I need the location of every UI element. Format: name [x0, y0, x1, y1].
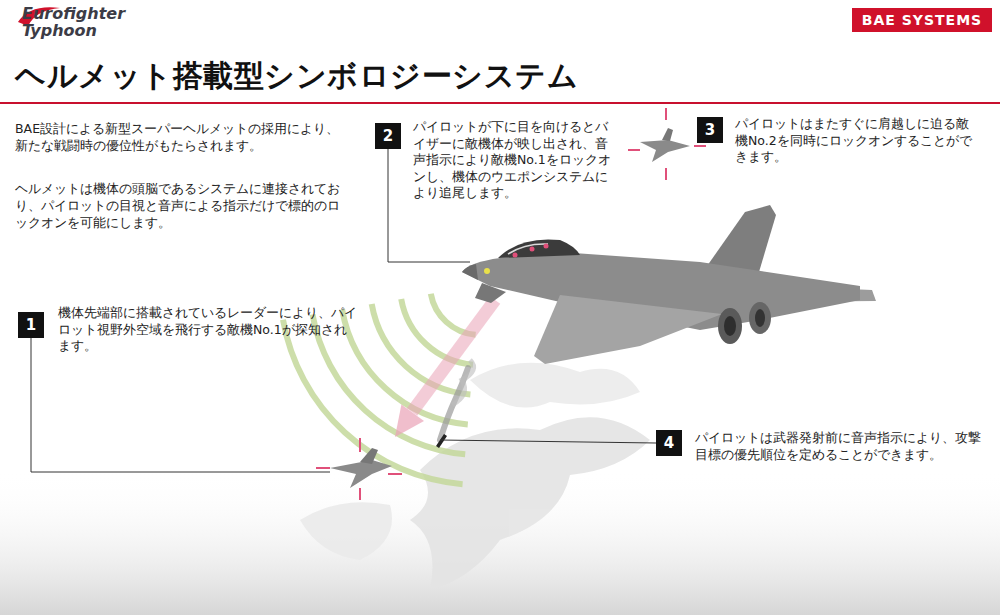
callout-digit: 1	[26, 316, 36, 334]
enemy-aircraft-1	[316, 438, 402, 500]
title-rule	[0, 102, 1000, 104]
callout-number: 1機体先端部に搭載されているレーダーにより、パイロット視野外空域を飛行する敵機N…	[18, 312, 44, 338]
callout-text: パイロットは武器発射前に音声指示により、攻撃目標の優先順位を定めることができます…	[695, 430, 985, 463]
callout-digit: 2	[383, 127, 393, 145]
brand-box: BAE SYSTEMS	[852, 8, 992, 32]
callout-number: 2パイロットが下に目を向けるとバイザーに敵機体が映し出され、音声指示により敵機N…	[375, 123, 401, 149]
intro-text: BAE設計による新型スーパーヘルメットの採用により、新たな戦闘時の優位性がもたら…	[15, 120, 345, 154]
brand-logo: Eurofighter Typhoon	[22, 5, 140, 39]
callout-text: パイロットが下に目を向けるとバイザーに敵機体が映し出され、音声指示により敵機No…	[413, 119, 613, 202]
callout-digit: 3	[705, 121, 715, 139]
brand-name: BAE SYSTEMS	[862, 12, 982, 28]
callout-text: 機体先端部に搭載されているレーダーにより、パイロット視野外空域を飛行する敵機No…	[58, 305, 358, 355]
missile	[436, 360, 474, 448]
enemy-aircraft-2	[628, 108, 706, 180]
callout-number: 3パイロットはまたすぐに肩越しに迫る敵機No.2を同時にロックオンすることができ…	[697, 117, 723, 143]
diagram-title: ヘルメット搭載型シンボロジーシステム	[15, 56, 578, 97]
callout-digit: 4	[664, 434, 674, 452]
callout-number: 4パイロットは武器発射前に音声指示により、攻撃目標の優先順位を定めることができま…	[656, 430, 682, 456]
eurofighter-jet	[462, 205, 876, 364]
callout-text: パイロットはまたすぐに肩越しに迫る敵機No.2を同時にロックオンすることができま…	[735, 116, 980, 166]
intro-text: ヘルメットは機体の頭脳であるシステムに連接されており、パイロットの目視と音声によ…	[15, 180, 345, 231]
